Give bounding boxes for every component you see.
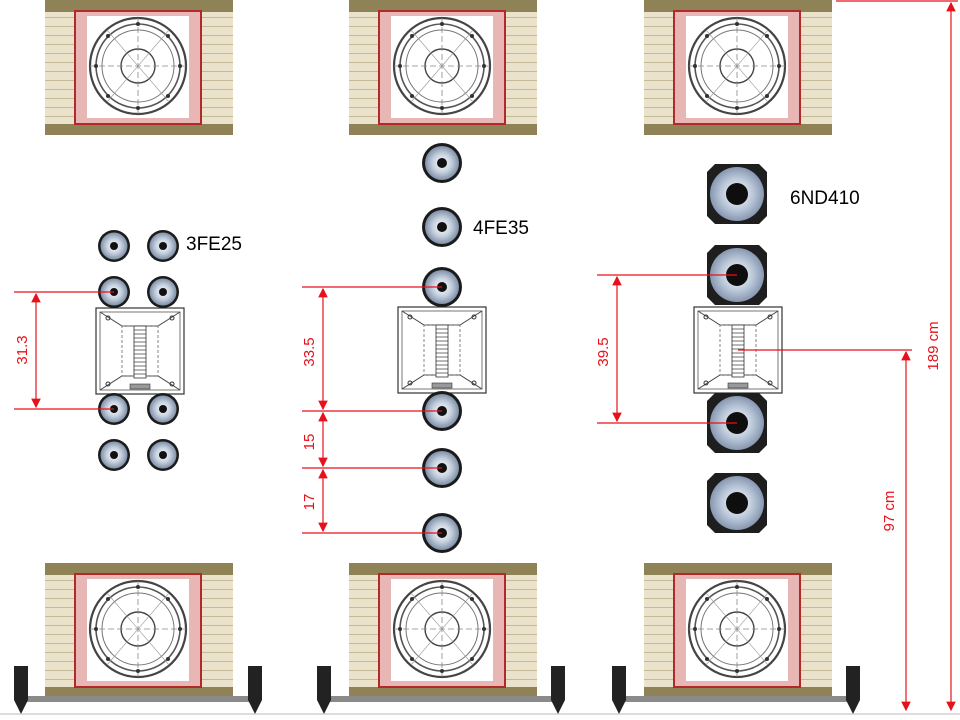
spacing-label-3fe25: 31.3 xyxy=(14,335,31,364)
horn-cabinet-left xyxy=(95,307,185,395)
dimension-3fe25 xyxy=(14,291,114,410)
dimension-6nd410 xyxy=(597,274,737,424)
subwoofer-cabinet-bottom-center xyxy=(347,561,539,700)
spacing-label-4fe35-17: 17 xyxy=(301,494,318,511)
model-label-3fe25: 3FE25 xyxy=(186,234,242,255)
stand-left xyxy=(14,666,262,714)
dimension-4fe35 xyxy=(302,286,442,534)
dimension-overall xyxy=(738,0,958,712)
subwoofer-cabinet-top-left xyxy=(43,0,235,137)
total-height-label: 189 cm xyxy=(925,321,942,370)
spacing-label-4fe35-15: 15 xyxy=(301,434,318,451)
spacing-label-4fe35: 33.5 xyxy=(301,337,318,366)
stand-right xyxy=(612,666,860,714)
model-label-6nd410: 6ND410 xyxy=(790,188,860,209)
driver-array-3fe25 xyxy=(98,230,179,471)
subwoofer-cabinet-top-center xyxy=(347,0,539,137)
model-label-4fe35: 4FE35 xyxy=(473,218,529,239)
subwoofer-cabinet-bottom-left xyxy=(43,561,235,700)
subwoofer-cabinet-top-right xyxy=(642,0,834,137)
stand-center xyxy=(317,666,565,714)
spacing-label-6nd410: 39.5 xyxy=(595,337,612,366)
center-height-label: 97 cm xyxy=(881,491,898,532)
subwoofer-cabinet-bottom-right xyxy=(642,561,834,700)
driver-array-6nd410 xyxy=(707,164,767,533)
horn-cabinet-center xyxy=(397,306,487,394)
